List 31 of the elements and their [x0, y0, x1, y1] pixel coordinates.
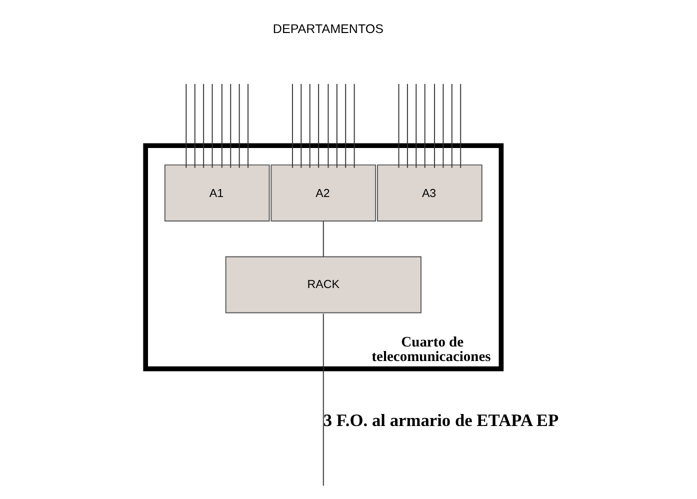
- node-box: A3: [376, 164, 482, 222]
- node-box: A2: [270, 164, 376, 222]
- connector: [327, 83, 328, 168]
- node-box: RACK: [224, 256, 421, 314]
- connector: [336, 83, 337, 168]
- connector: [322, 220, 324, 258]
- connector: [344, 83, 346, 168]
- connector: [460, 83, 461, 168]
- connector: [300, 83, 302, 168]
- connector: [220, 83, 222, 168]
- connector: [318, 83, 319, 168]
- connector: [353, 83, 354, 168]
- connector: [450, 83, 452, 168]
- node-box: A1: [164, 164, 270, 222]
- connector: [247, 83, 248, 168]
- connector: [291, 83, 292, 168]
- connector: [238, 83, 240, 168]
- connector: [406, 83, 408, 168]
- label: DEPARTAMENTOS: [272, 22, 384, 36]
- connector: [230, 83, 231, 168]
- connector: [202, 83, 204, 168]
- connector: [185, 83, 186, 168]
- edge-label: 3 F.O. al armario de ETAPA EP: [322, 411, 558, 430]
- connector: [211, 83, 212, 168]
- connector: [322, 313, 324, 486]
- connector: [415, 83, 416, 168]
- connector: [424, 83, 425, 168]
- connector: [194, 83, 195, 168]
- connector: [308, 83, 310, 168]
- connector: [398, 83, 399, 168]
- connector: [442, 83, 444, 168]
